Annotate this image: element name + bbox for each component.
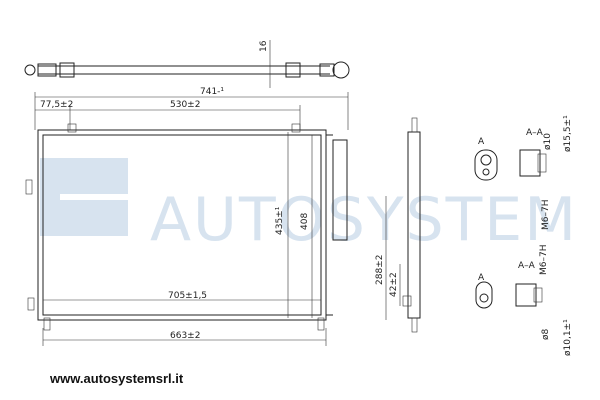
watermark-text: AUTOSYSTEM	[150, 185, 578, 255]
side-view: 288±2 42±2	[375, 117, 421, 333]
watermark: AUTOSYSTEM	[40, 158, 578, 255]
height1-dim: 435±¹	[275, 206, 285, 235]
dia-top-2: ø15,5±¹	[563, 115, 573, 152]
thickness-dim: 16	[259, 40, 269, 52]
overall-width-dim: 741-¹	[200, 87, 224, 97]
condenser-core	[25, 123, 348, 331]
upper-span-dim: 530±2	[170, 100, 200, 110]
dia-bottom-1: ø8	[541, 328, 551, 340]
section-top: A–A	[526, 128, 544, 138]
height2-dim: 408	[300, 213, 310, 230]
section-bottom: A–A	[518, 261, 536, 271]
thread-top: M6–7H	[541, 200, 551, 231]
side-height1-dim: 288±2	[375, 255, 385, 285]
top-fitting-detail: A A–A ø10 ø15,5±¹ M6–7H	[474, 115, 573, 231]
side-height2-dim: 42±2	[389, 272, 399, 297]
marker-a-bottom: A	[478, 273, 485, 283]
dia-top-1: ø10	[543, 133, 553, 150]
top-view: 16	[24, 40, 350, 88]
thread-bottom: M6–7H	[539, 245, 549, 276]
bottom-fitting-detail: A A–A M6–7H ø8 ø10,1±¹	[475, 245, 573, 356]
left-offset-dim: 77,5±2	[40, 100, 73, 110]
website-link[interactable]: www.autosystemsrl.it	[50, 371, 184, 386]
marker-a-top: A	[478, 137, 485, 147]
bottom-width-dim: 663±2	[170, 331, 200, 341]
dia-bottom-2: ø10,1±¹	[563, 319, 573, 356]
core-width-dim: 705±1,5	[168, 291, 207, 301]
